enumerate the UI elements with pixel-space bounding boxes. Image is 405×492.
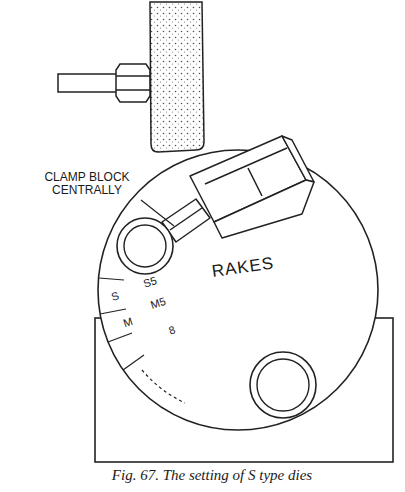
figure-caption: Fig. 67. The setting of S type dies [112, 467, 312, 484]
die-holder [162, 136, 314, 242]
leader-line [141, 200, 174, 226]
callout-text: CLAMP BLOCK CENTRALLY [38, 171, 136, 197]
rake-scale [99, 278, 185, 403]
die-tube [250, 352, 316, 418]
spindle [58, 64, 152, 102]
clamped-tube [117, 218, 173, 274]
grinding-wheel [150, 2, 204, 152]
